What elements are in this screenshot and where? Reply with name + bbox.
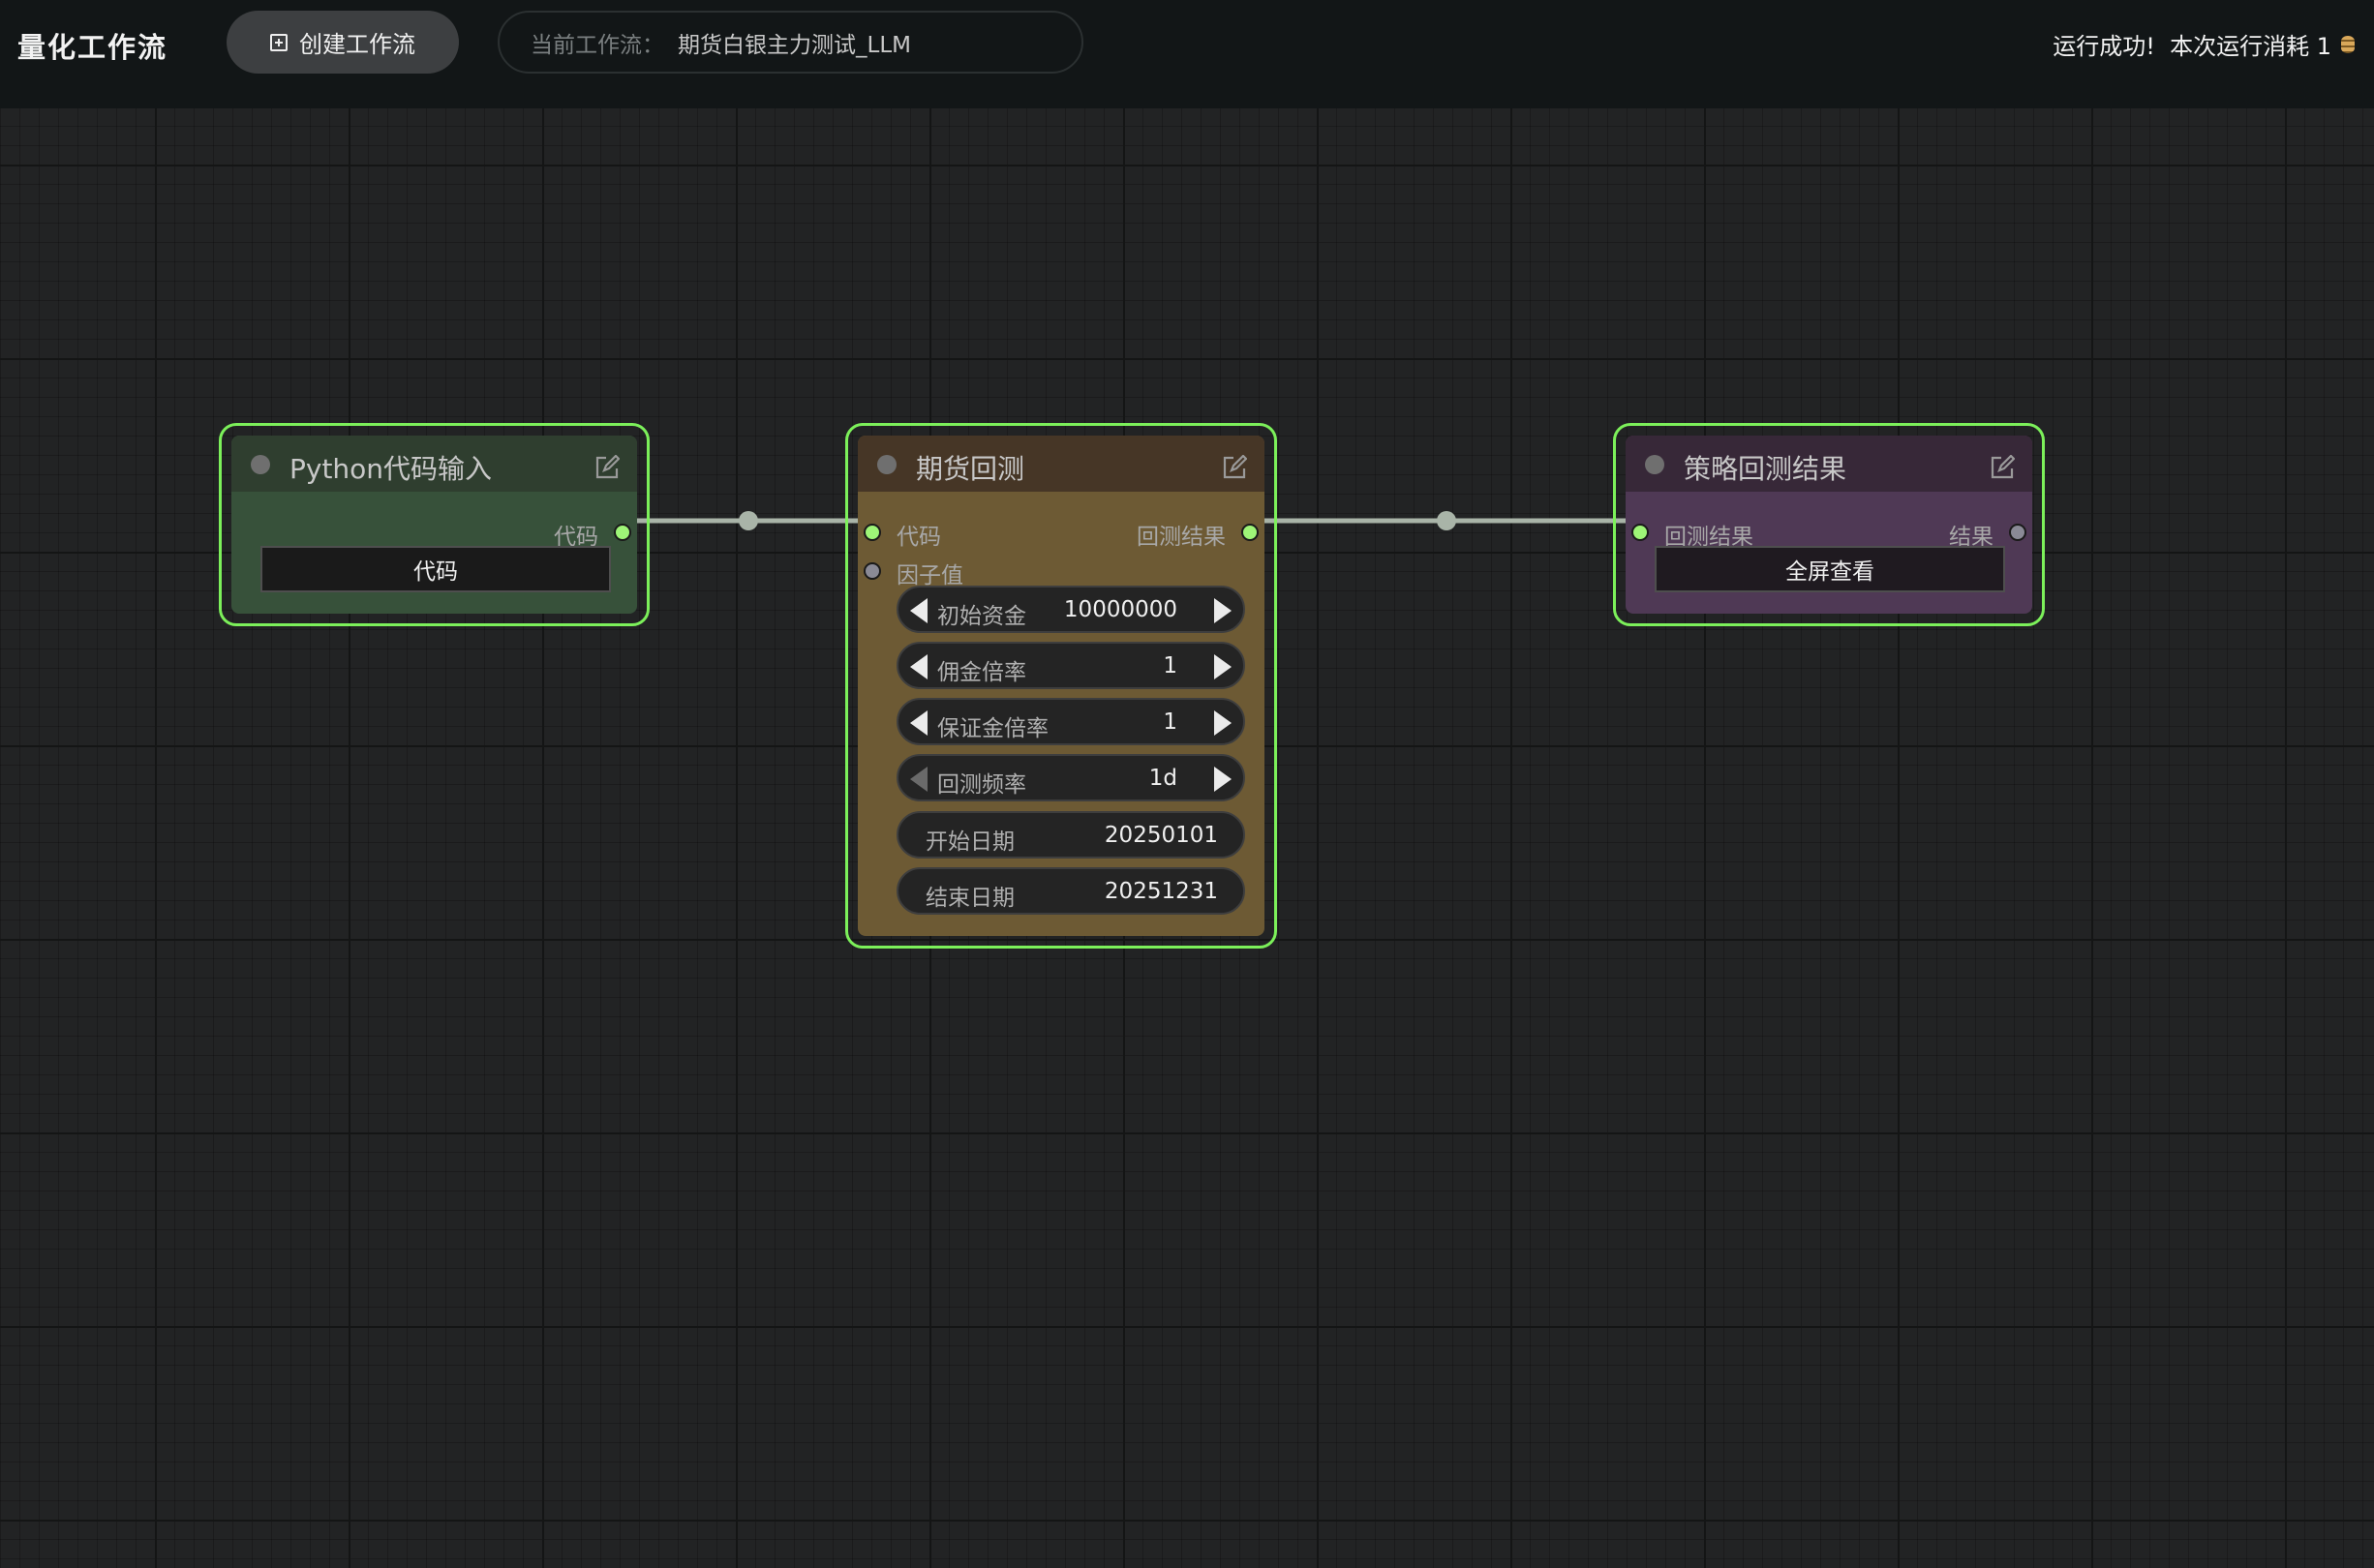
output-slot-result[interactable] [1241, 524, 1259, 541]
commission-multiplier-widget[interactable]: 佣金倍率 1 [897, 642, 1245, 689]
decrement-arrow-icon[interactable] [910, 710, 928, 736]
widget-label: 开始日期 [926, 829, 1015, 855]
edit-icon[interactable] [1222, 455, 1247, 480]
output-slot-code[interactable] [614, 524, 631, 541]
futures-backtest-node[interactable]: 期货回测 代码 因子值 回测结果 初始资金 10000000 佣金倍率 1 保证… [845, 423, 1277, 949]
widget-label: 保证金倍率 [937, 716, 1049, 741]
node-collapse-dot[interactable] [877, 455, 897, 474]
node-title: Python代码输入 [289, 453, 493, 485]
margin-multiplier-widget[interactable]: 保证金倍率 1 [897, 698, 1245, 745]
link-midpoint-handle[interactable] [739, 511, 758, 530]
strategy-result-node[interactable]: 策略回测结果 回测结果 结果 全屏查看 [1613, 423, 2045, 626]
output-slot-label: 代码 [554, 525, 598, 550]
output-slot-label: 回测结果 [1137, 525, 1226, 550]
edit-icon[interactable] [594, 455, 620, 480]
increment-arrow-icon[interactable] [1214, 710, 1232, 736]
end-date-widget[interactable]: 结束日期 20251231 [897, 867, 1245, 915]
input-slot-label: 回测结果 [1664, 525, 1753, 550]
input-slot-code[interactable] [864, 524, 881, 541]
input-slot-label: 因子值 [897, 563, 963, 588]
run-status-text: 运行成功! 本次运行消耗 1 [2053, 33, 2331, 60]
node-collapse-dot[interactable] [251, 455, 270, 474]
output-slot-label: 结果 [1949, 525, 1994, 550]
top-bar: 量化工作流 创建工作流 当前工作流： 期货白银主力测试_LLM 运行成功! 本次… [0, 0, 2374, 108]
node-header[interactable]: 策略回测结果 [1626, 436, 2032, 492]
decrement-arrow-icon[interactable] [910, 654, 928, 679]
node-collapse-dot[interactable] [1645, 455, 1664, 474]
widget-value: 10000000 [1063, 597, 1177, 622]
widget-value: 1 [1163, 709, 1177, 735]
edit-icon[interactable] [1990, 455, 2015, 480]
increment-arrow-icon[interactable] [1214, 654, 1232, 679]
decrement-arrow-icon[interactable] [910, 598, 928, 623]
output-slot-final[interactable] [2009, 524, 2026, 541]
coin-stack-icon [2341, 35, 2355, 53]
python-input-node[interactable]: Python代码输入 代码 代码 [219, 423, 650, 626]
widget-value: 20250101 [1104, 823, 1218, 848]
create-workflow-label: 创建工作流 [299, 31, 415, 58]
decrement-arrow-icon[interactable] [910, 767, 928, 792]
node-header[interactable]: Python代码输入 [231, 436, 637, 492]
node-title: 策略回测结果 [1684, 453, 1847, 485]
widget-label: 初始资金 [937, 604, 1026, 629]
widget-value: 20251231 [1104, 879, 1218, 904]
input-slot-result[interactable] [1631, 524, 1649, 541]
input-slot-factor[interactable] [864, 562, 881, 580]
widget-label: 佣金倍率 [937, 660, 1026, 685]
create-workflow-button[interactable]: 创建工作流 [227, 11, 459, 74]
link-midpoint-handle[interactable] [1437, 511, 1456, 530]
node-title: 期货回测 [916, 453, 1025, 485]
input-slot-label: 代码 [897, 525, 941, 550]
widget-label: 结束日期 [926, 886, 1015, 911]
initial-capital-widget[interactable]: 初始资金 10000000 [897, 586, 1245, 633]
increment-arrow-icon[interactable] [1214, 767, 1232, 792]
increment-arrow-icon[interactable] [1214, 598, 1232, 623]
widget-value: 1 [1163, 653, 1177, 678]
backtest-frequency-widget[interactable]: 回测频率 1d [897, 754, 1245, 801]
code-button[interactable]: 代码 [260, 546, 611, 592]
node-header[interactable]: 期货回测 [858, 436, 1264, 492]
current-workflow-label: 当前工作流： [531, 32, 664, 58]
current-workflow-name: 期货白银主力测试_LLM [678, 32, 911, 58]
run-status: 运行成功! 本次运行消耗 1 [2053, 27, 2355, 61]
plus-square-icon [270, 33, 288, 51]
widget-label: 回测频率 [937, 772, 1026, 798]
widget-value: 1d [1148, 766, 1177, 791]
current-workflow-field[interactable]: 当前工作流： 期货白银主力测试_LLM [498, 11, 1083, 74]
start-date-widget[interactable]: 开始日期 20250101 [897, 811, 1245, 859]
fullscreen-view-button[interactable]: 全屏查看 [1655, 546, 2005, 592]
app-title: 量化工作流 [17, 31, 168, 64]
